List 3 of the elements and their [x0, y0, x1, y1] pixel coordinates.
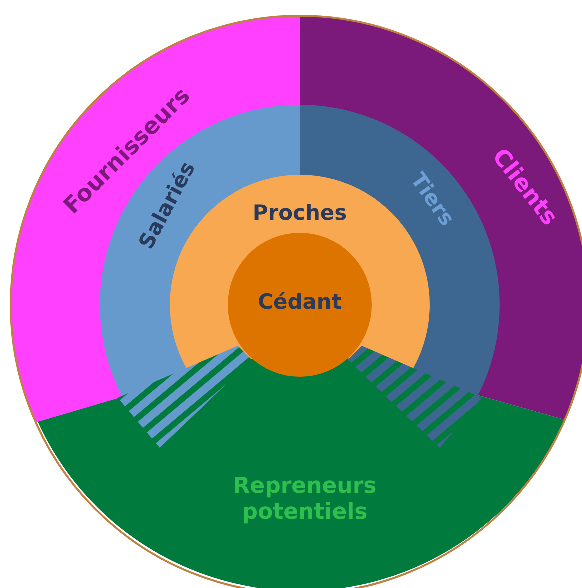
sector-label: Cédant: [258, 290, 342, 316]
sector-label: Proches: [252, 201, 348, 227]
sector-label: Repreneurs potentiels: [232, 474, 378, 526]
